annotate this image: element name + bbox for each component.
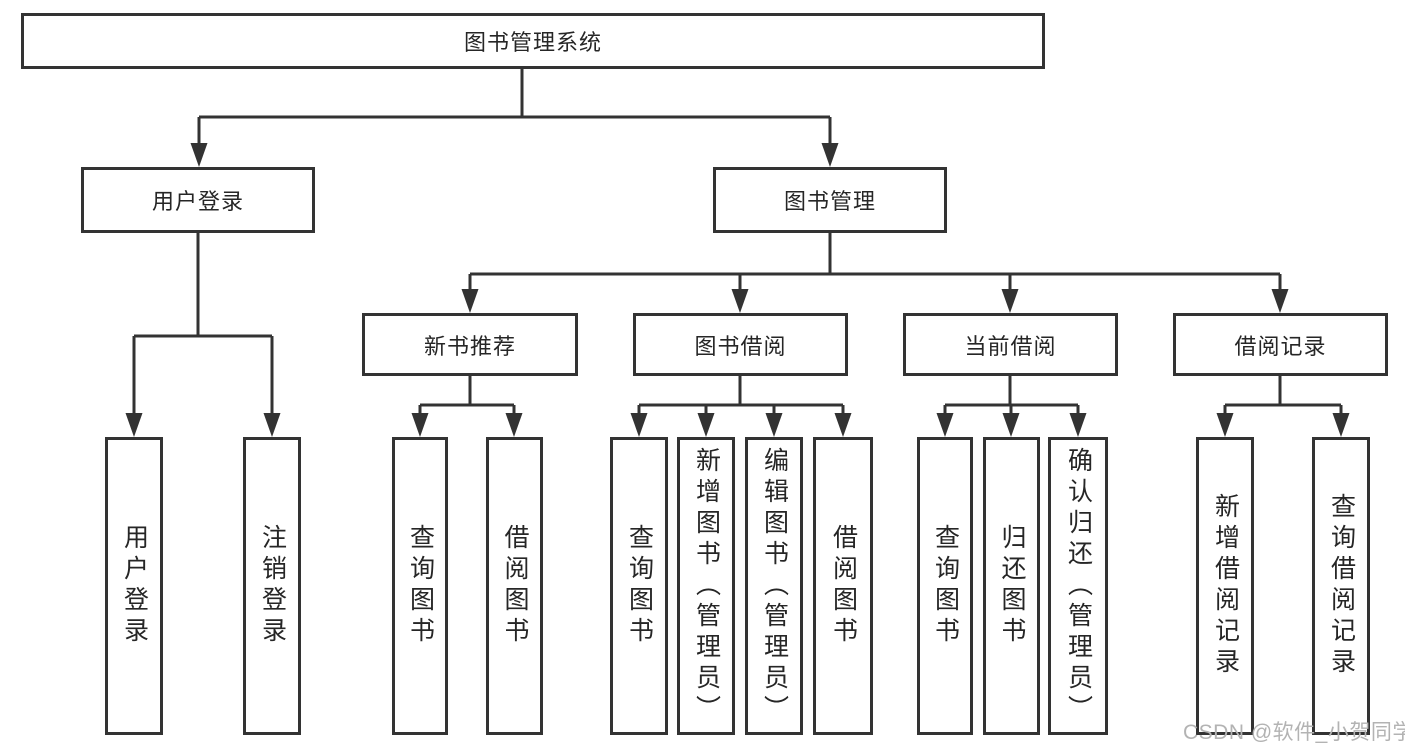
leaf-query-books-1: 查询图书 bbox=[392, 437, 448, 735]
leaf-label: 确认归还（管理员） bbox=[1064, 446, 1093, 726]
arrow-down-icon bbox=[1271, 289, 1289, 313]
leaf-label: 新增图书（管理员） bbox=[692, 446, 721, 726]
leaf-logout: 注销登录 bbox=[243, 437, 301, 735]
arrow-down-icon bbox=[1216, 413, 1234, 437]
leaf-confirm-return-admin: 确认归还（管理员） bbox=[1048, 437, 1108, 735]
arrow-down-icon bbox=[411, 413, 429, 437]
leaf-edit-books-admin: 编辑图书（管理员） bbox=[745, 437, 803, 735]
arrow-down-icon bbox=[1001, 289, 1019, 313]
leaf-label: 编辑图书（管理员） bbox=[760, 446, 789, 726]
arrow-down-icon bbox=[505, 413, 523, 437]
leaf-label: 查询图书 bbox=[931, 524, 960, 648]
leaf-label: 归还图书 bbox=[998, 524, 1026, 648]
node-book-borrow: 图书借阅 bbox=[633, 313, 848, 376]
arrow-down-icon bbox=[765, 413, 783, 437]
node-current-borrow: 当前借阅 bbox=[903, 313, 1118, 376]
arrow-down-icon bbox=[125, 413, 143, 437]
leaf-label: 注销登录 bbox=[258, 524, 287, 648]
arrow-down-icon bbox=[731, 289, 749, 313]
arrow-down-icon bbox=[821, 143, 839, 167]
leaf-borrow-books-1: 借阅图书 bbox=[486, 437, 543, 735]
leaf-user-login: 用户登录 bbox=[105, 437, 163, 735]
leaf-label: 借阅图书 bbox=[501, 524, 529, 648]
arrow-down-icon bbox=[461, 289, 479, 313]
leaf-label: 用户登录 bbox=[120, 524, 149, 648]
leaf-label: 查询图书 bbox=[625, 524, 654, 648]
csdn-watermark: CSDN @软件_小贺同学 bbox=[1183, 721, 1405, 744]
node-root-system: 图书管理系统 bbox=[21, 13, 1045, 69]
leaf-label: 新增借阅记录 bbox=[1211, 493, 1240, 679]
arrow-down-icon bbox=[1002, 413, 1020, 437]
arrow-down-icon bbox=[630, 413, 648, 437]
leaf-query-borrow-record: 查询借阅记录 bbox=[1312, 437, 1370, 735]
arrow-down-icon bbox=[936, 413, 954, 437]
leaf-label: 借阅图书 bbox=[829, 524, 858, 648]
arrowheads bbox=[125, 143, 1350, 437]
leaf-return-books: 归还图书 bbox=[983, 437, 1040, 735]
arrow-down-icon bbox=[263, 413, 281, 437]
node-book-management: 图书管理 bbox=[713, 167, 947, 233]
arrow-down-icon bbox=[190, 143, 208, 167]
leaf-borrow-books-2: 借阅图书 bbox=[813, 437, 873, 735]
node-new-book-recommend: 新书推荐 bbox=[362, 313, 578, 376]
arrow-down-icon bbox=[1332, 413, 1350, 437]
node-borrow-records: 借阅记录 bbox=[1173, 313, 1388, 376]
node-user-login: 用户登录 bbox=[81, 167, 315, 233]
leaf-query-books-3: 查询图书 bbox=[917, 437, 973, 735]
arrow-down-icon bbox=[697, 413, 715, 437]
arrow-down-icon bbox=[1069, 413, 1087, 437]
leaf-label: 查询借阅记录 bbox=[1327, 493, 1356, 679]
leaf-query-books-2: 查询图书 bbox=[610, 437, 668, 735]
connector-paths bbox=[132, 69, 1343, 420]
leaf-label: 查询图书 bbox=[406, 524, 435, 648]
leaf-add-books-admin: 新增图书（管理员） bbox=[677, 437, 735, 735]
leaf-add-borrow-record: 新增借阅记录 bbox=[1196, 437, 1254, 735]
arrow-down-icon bbox=[834, 413, 852, 437]
